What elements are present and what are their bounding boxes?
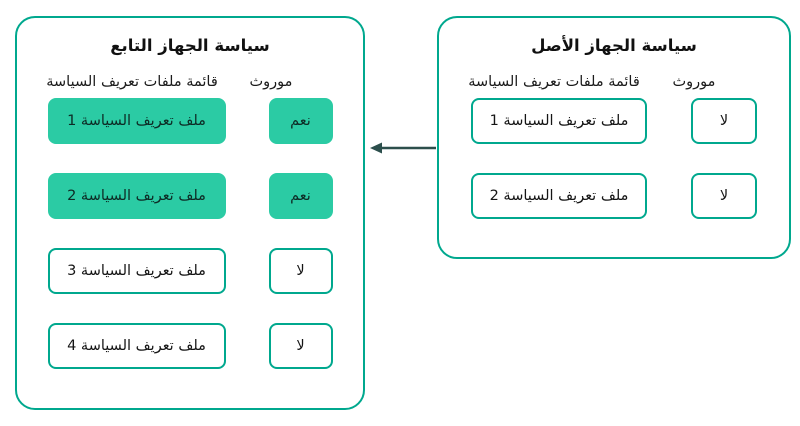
parent-policy-profile-1[interactable]: ملف تعريف السياسة 1 bbox=[471, 98, 647, 144]
parent-panel-title: سياسة الجهاز الأصل bbox=[531, 36, 697, 55]
child-inherited-value-3[interactable]: لا bbox=[268, 248, 333, 294]
inheritance-arrow-icon bbox=[370, 142, 436, 154]
child-column-header-inherited: موروث bbox=[249, 74, 293, 90]
parent-inherited-value-2[interactable]: لا bbox=[691, 173, 757, 219]
child-policy-profile-2[interactable]: ملف تعريف السياسة 2 bbox=[47, 173, 226, 219]
parent-column-headers: موروث قائمة ملفات تعريف السياسة bbox=[439, 74, 789, 90]
parent-rows: لا ملف تعريف السياسة 1 لا ملف تعريف السي… bbox=[439, 98, 789, 219]
child-inherited-value-1[interactable]: نعم bbox=[268, 98, 333, 144]
table-row: لا ملف تعريف السياسة 4 bbox=[17, 323, 363, 369]
table-row: نعم ملف تعريف السياسة 2 bbox=[17, 173, 363, 219]
table-row: لا ملف تعريف السياسة 2 bbox=[439, 173, 789, 219]
parent-policy-profile-2[interactable]: ملف تعريف السياسة 2 bbox=[471, 173, 647, 219]
parent-inherited-value-1[interactable]: لا bbox=[691, 98, 757, 144]
child-policy-profile-1[interactable]: ملف تعريف السياسة 1 bbox=[47, 98, 226, 144]
child-policy-profile-4[interactable]: ملف تعريف السياسة 4 bbox=[47, 323, 226, 369]
parent-column-header-profiles: قائمة ملفات تعريف السياسة bbox=[468, 74, 640, 90]
child-column-header-profiles: قائمة ملفات تعريف السياسة bbox=[46, 74, 218, 90]
child-column-headers: موروث قائمة ملفات تعريف السياسة bbox=[17, 74, 363, 90]
child-inherited-value-2[interactable]: نعم bbox=[268, 173, 333, 219]
table-row: لا ملف تعريف السياسة 3 bbox=[17, 248, 363, 294]
child-rows: نعم ملف تعريف السياسة 1 نعم ملف تعريف ال… bbox=[17, 98, 363, 369]
table-row: لا ملف تعريف السياسة 1 bbox=[439, 98, 789, 144]
child-panel-title: سياسة الجهاز التابع bbox=[110, 36, 270, 55]
parent-column-header-inherited: موروث bbox=[672, 74, 716, 90]
table-row: نعم ملف تعريف السياسة 1 bbox=[17, 98, 363, 144]
child-inherited-value-4[interactable]: لا bbox=[268, 323, 333, 369]
parent-device-policy-panel: سياسة الجهاز الأصل موروث قائمة ملفات تعر… bbox=[437, 16, 791, 259]
child-device-policy-panel: سياسة الجهاز التابع موروث قائمة ملفات تع… bbox=[15, 16, 365, 410]
child-policy-profile-3[interactable]: ملف تعريف السياسة 3 bbox=[47, 248, 226, 294]
